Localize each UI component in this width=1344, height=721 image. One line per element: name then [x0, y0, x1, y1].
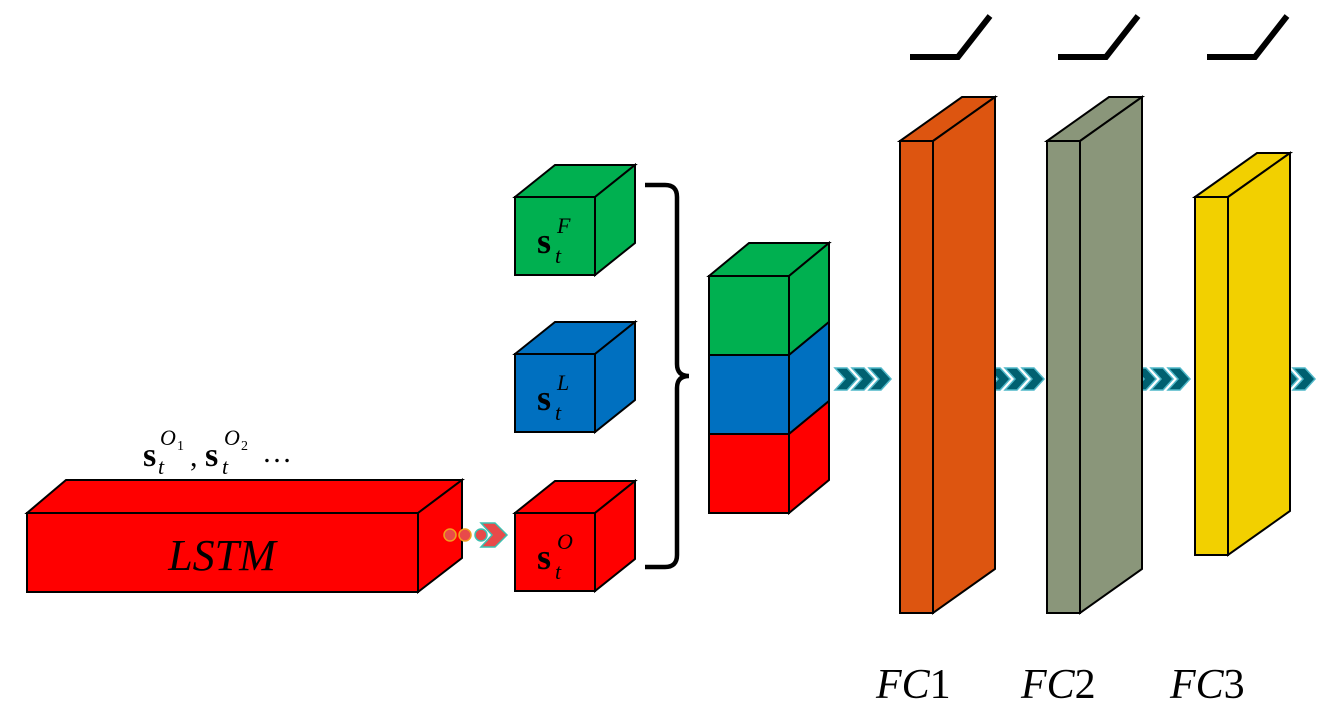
layer-side-face — [1227, 151, 1291, 557]
relu-icon — [910, 14, 993, 60]
cube-front-face — [514, 512, 596, 592]
chevron-right-icon — [479, 522, 509, 548]
chevron-right-icon — [1166, 367, 1192, 391]
fc3-layer — [1191, 151, 1294, 557]
relu-activations — [910, 14, 1290, 60]
dot-icon — [443, 528, 457, 542]
lstm-label: LSTM — [167, 531, 278, 580]
superscript-o: O — [557, 529, 573, 554]
layer-front-face — [899, 140, 934, 614]
superscript-o: O — [224, 425, 240, 450]
subscript-t: t — [555, 559, 562, 584]
symbol-s: s — [537, 537, 551, 577]
curly-brace-icon — [645, 182, 690, 570]
symbol-s: s — [537, 221, 551, 261]
relu-icon — [1207, 14, 1290, 60]
chevron-right-icon — [1003, 367, 1029, 391]
superscript-f: F — [556, 213, 571, 238]
layer-side-face — [932, 95, 996, 615]
fc1-label: FC1 — [875, 662, 951, 708]
symbol-s: s — [143, 437, 156, 474]
layer-front-face — [1046, 140, 1081, 614]
chevron-right-icon — [833, 367, 859, 391]
fc1-layer — [896, 95, 999, 615]
triple-chevron-arrow-icon — [986, 367, 1046, 391]
dot-icon — [458, 528, 472, 542]
superscript-o: O — [160, 425, 176, 450]
subscript-t: t — [555, 243, 562, 268]
triple-chevron-arrow-icon — [1132, 367, 1192, 391]
fc-labels: FC1 FC2 FC3 — [875, 662, 1245, 708]
chevron-right-icon — [1020, 367, 1046, 391]
cube-front-face — [514, 196, 596, 276]
stack-segment-fine — [708, 275, 790, 356]
chevron-right-icon — [1291, 367, 1317, 391]
fc-layers — [896, 95, 1294, 615]
layer-front-face — [1194, 196, 1229, 556]
superscript-index: 1 — [177, 439, 184, 454]
subscript-t: t — [158, 454, 165, 479]
symbol-s: s — [205, 437, 218, 474]
stack-segment-other — [708, 433, 790, 514]
fc2-layer — [1043, 95, 1146, 615]
subscript-t: t — [555, 400, 562, 425]
lstm-front-face — [26, 512, 419, 593]
relu-icon — [1058, 14, 1141, 60]
triple-chevron-arrow-icon — [833, 367, 893, 391]
chevron-right-icon — [1149, 367, 1175, 391]
lstm-block: LSTM — [24, 478, 465, 595]
chevron-right-icon — [867, 367, 893, 391]
lstm-top-face — [24, 479, 465, 514]
symbol-s: s — [537, 378, 551, 418]
lstm-outputs-label: s t O 1 , s t O 2 … — [143, 425, 292, 479]
cube-front-face — [514, 353, 596, 433]
ellipsis: … — [262, 436, 292, 469]
separator-comma: , — [190, 440, 198, 473]
stack-segment-lane — [708, 354, 790, 435]
concatenated-feature-stack — [706, 240, 832, 516]
chevron-right-icon — [850, 367, 876, 391]
dotted-chevron-arrow-icon — [443, 522, 509, 548]
layer-side-face — [1079, 95, 1143, 615]
fc3-label: FC3 — [1169, 662, 1245, 708]
superscript-index: 2 — [241, 439, 248, 454]
fc2-label: FC2 — [1020, 662, 1096, 708]
dot-icon — [474, 528, 488, 542]
subscript-t: t — [222, 454, 229, 479]
superscript-l: L — [556, 370, 569, 395]
